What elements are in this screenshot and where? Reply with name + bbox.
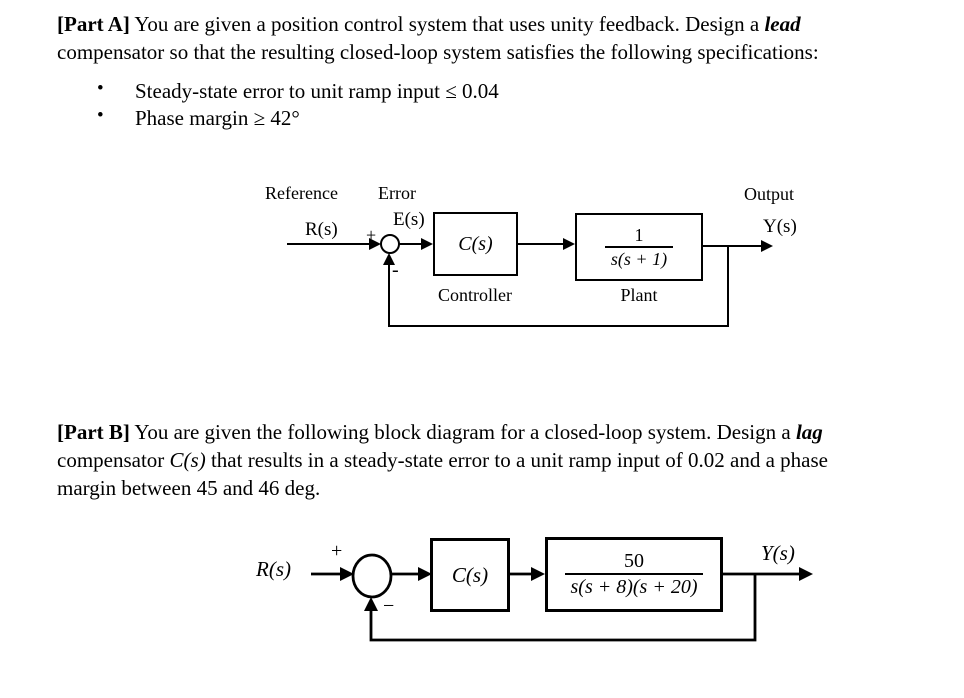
plant-transfer-function-a: 1 s(s + 1) <box>604 224 674 270</box>
arrowhead-icon <box>799 567 813 581</box>
output-signal-a: Y(s) <box>763 216 797 237</box>
part-a-heading: [Part A] <box>57 12 130 36</box>
output-signal-b: Y(s) <box>761 541 795 565</box>
part-b-line2-math: C(s) <box>169 448 206 472</box>
part-a-emphasis-lead: lead <box>764 12 801 36</box>
controller-transfer-function-b: C(s) <box>451 562 489 587</box>
spec-bullet-1: • Steady-state error to unit ramp input ≤… <box>97 78 499 104</box>
spec-bullet-2: • Phase margin ≥ 42° <box>97 105 300 131</box>
plant-transfer-function-b: 50 s(s + 8)(s + 20) <box>564 550 704 599</box>
part-b-emphasis-lag: lag <box>795 420 823 444</box>
part-b-line2-pre: compensator <box>57 448 170 472</box>
plant-denominator-b: s(s + 8)(s + 20) <box>564 573 704 599</box>
plant-numerator-a: 1 <box>634 224 644 245</box>
bullet-icon: • <box>97 78 104 99</box>
controller-label-a: Controller <box>438 285 512 305</box>
minus-sign-a: - <box>392 259 399 281</box>
part-b-line2-post: that results in a steady-state error to … <box>205 448 828 472</box>
part-a-paragraph: [Part A] You are given a position contro… <box>57 10 819 66</box>
controller-transfer-function-a: C(s) <box>458 232 493 255</box>
reference-label: Reference <box>265 183 338 203</box>
plant-block-b: 50 s(s + 8)(s + 20) <box>545 537 723 612</box>
part-b-line3: margin between 45 and 46 deg. <box>57 476 321 500</box>
spec-bullet-1-text: Steady-state error to unit ramp input ≤ … <box>135 79 499 103</box>
plus-sign-b: + <box>331 540 343 562</box>
controller-block-b: C(s) <box>430 538 510 612</box>
plant-numerator-b: 50 <box>623 550 644 572</box>
plus-sign-a: + <box>366 225 377 245</box>
summing-junction-a <box>380 234 400 254</box>
arrowhead-icon <box>531 567 545 581</box>
part-b-line1: [Part B] You are given the following blo… <box>57 418 828 446</box>
plant-denominator-a: s(s + 1) <box>604 245 674 270</box>
input-signal-a: R(s) <box>305 219 338 240</box>
error-signal-a: E(s) <box>393 209 425 230</box>
minus-sign-b: − <box>383 595 395 617</box>
part-b-paragraph: [Part B] You are given the following blo… <box>57 418 828 502</box>
part-b-line1-text: You are given the following block diagra… <box>129 420 796 444</box>
plant-block-a: 1 s(s + 1) <box>575 213 703 281</box>
arrowhead-icon <box>364 597 378 611</box>
spec-bullet-2-text: Phase margin ≥ 42° <box>135 106 300 130</box>
arrowhead-icon <box>340 567 354 581</box>
summing-junction-b <box>351 553 393 599</box>
output-label: Output <box>744 184 795 204</box>
controller-block-a: C(s) <box>433 212 518 276</box>
arrowhead-icon <box>383 253 395 265</box>
input-signal-b: R(s) <box>256 557 291 581</box>
part-a-line1-text: You are given a position control system … <box>129 12 765 36</box>
arrowhead-icon <box>761 240 773 252</box>
part-a-line2: compensator so that the resulting closed… <box>57 40 819 64</box>
part-a-line1: [Part A] You are given a position contro… <box>57 10 819 38</box>
error-label: Error <box>378 183 416 203</box>
feedback-line-b <box>369 574 757 642</box>
arrowhead-icon <box>563 238 575 250</box>
feedback-line-a <box>388 246 729 327</box>
arrowhead-icon <box>369 238 381 250</box>
arrowhead-icon <box>421 238 433 250</box>
part-b-line2: compensator C(s) that results in a stead… <box>57 446 828 474</box>
arrowhead-icon <box>418 567 432 581</box>
bullet-icon: • <box>97 105 104 126</box>
part-b-heading: [Part B] <box>57 420 130 444</box>
plant-label-a: Plant <box>620 285 658 305</box>
